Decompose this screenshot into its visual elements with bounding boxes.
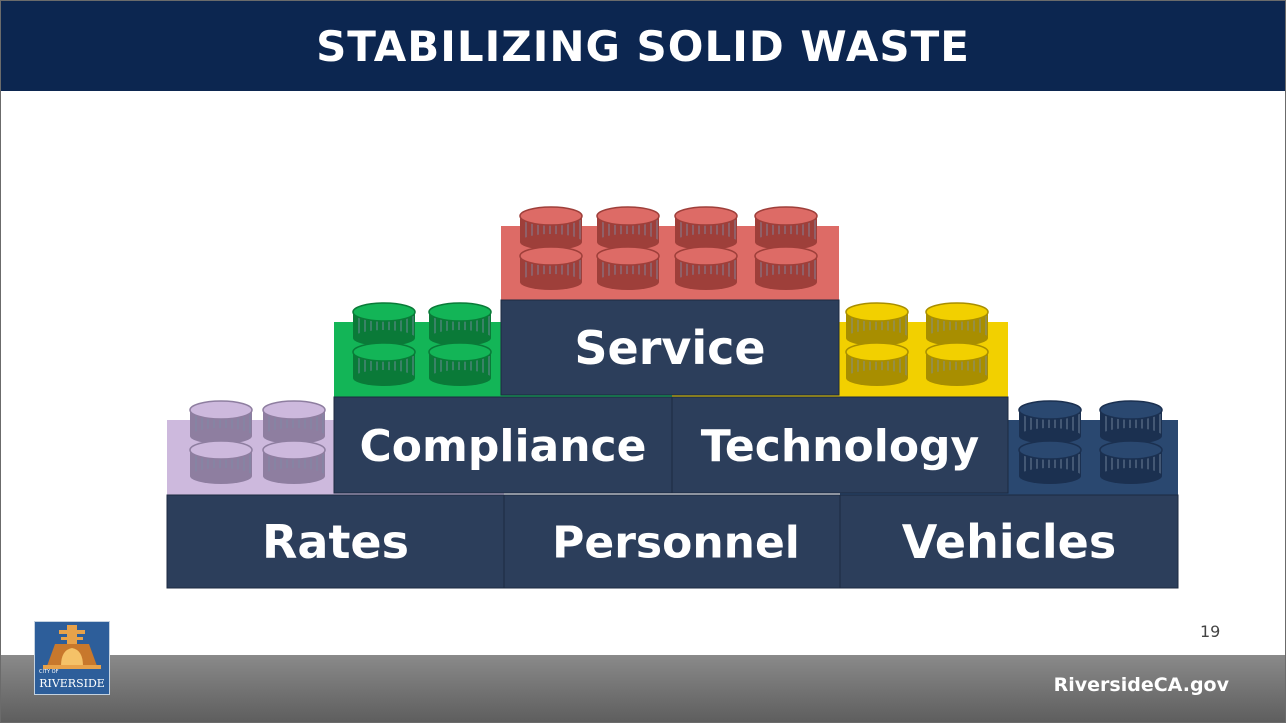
stud-service-front-2 <box>674 246 738 290</box>
stud-service-front-0 <box>519 246 583 290</box>
stud-service-back-3 <box>754 206 818 250</box>
stud-service-back-0 <box>519 206 583 250</box>
stud-rates-back-0 <box>189 400 253 444</box>
block-label-personnel: Personnel <box>552 517 800 568</box>
block-label-service: Service <box>574 321 765 375</box>
stud-rates-front-1 <box>262 440 326 484</box>
block-label-compliance: Compliance <box>360 421 647 472</box>
stud-compliance-front-1 <box>428 342 492 386</box>
stud-vehicles-front-1 <box>1099 440 1163 484</box>
stud-vehicles-front-0 <box>1018 440 1082 484</box>
stud-compliance-front-0 <box>352 342 416 386</box>
stud-vehicles-back-0 <box>1018 400 1082 444</box>
logo-line2: RIVERSIDE <box>39 677 105 690</box>
stud-compliance-back-1 <box>428 302 492 346</box>
stud-compliance-back-0 <box>352 302 416 346</box>
block-personnel <box>503 494 841 589</box>
city-logo: CITY OF RIVERSIDE <box>34 621 110 695</box>
stud-technology-front-0 <box>845 342 909 386</box>
stud-technology-front-1 <box>925 342 989 386</box>
bell-icon <box>35 622 109 670</box>
stud-technology-back-0 <box>845 302 909 346</box>
stud-service-back-2 <box>674 206 738 250</box>
block-label-vehicles: Vehicles <box>902 515 1116 569</box>
stud-rates-back-1 <box>262 400 326 444</box>
stud-vehicles-back-1 <box>1099 400 1163 444</box>
stud-service-front-1 <box>596 246 660 290</box>
block-label-rates: Rates <box>262 515 409 569</box>
stud-service-front-3 <box>754 246 818 290</box>
stud-service-back-1 <box>596 206 660 250</box>
stud-rates-front-0 <box>189 440 253 484</box>
page-number: 19 <box>1200 622 1221 641</box>
footer-url[interactable]: RiversideCA.gov <box>1053 674 1229 696</box>
title-bar: STABILIZING SOLID WASTE <box>1 1 1285 91</box>
block-label-technology: Technology <box>701 421 979 472</box>
footer-bar: RiversideCA.gov <box>1 655 1285 722</box>
stud-technology-back-1 <box>925 302 989 346</box>
slide-title: STABILIZING SOLID WASTE <box>316 21 970 71</box>
logo-line1: CITY OF <box>39 669 59 675</box>
